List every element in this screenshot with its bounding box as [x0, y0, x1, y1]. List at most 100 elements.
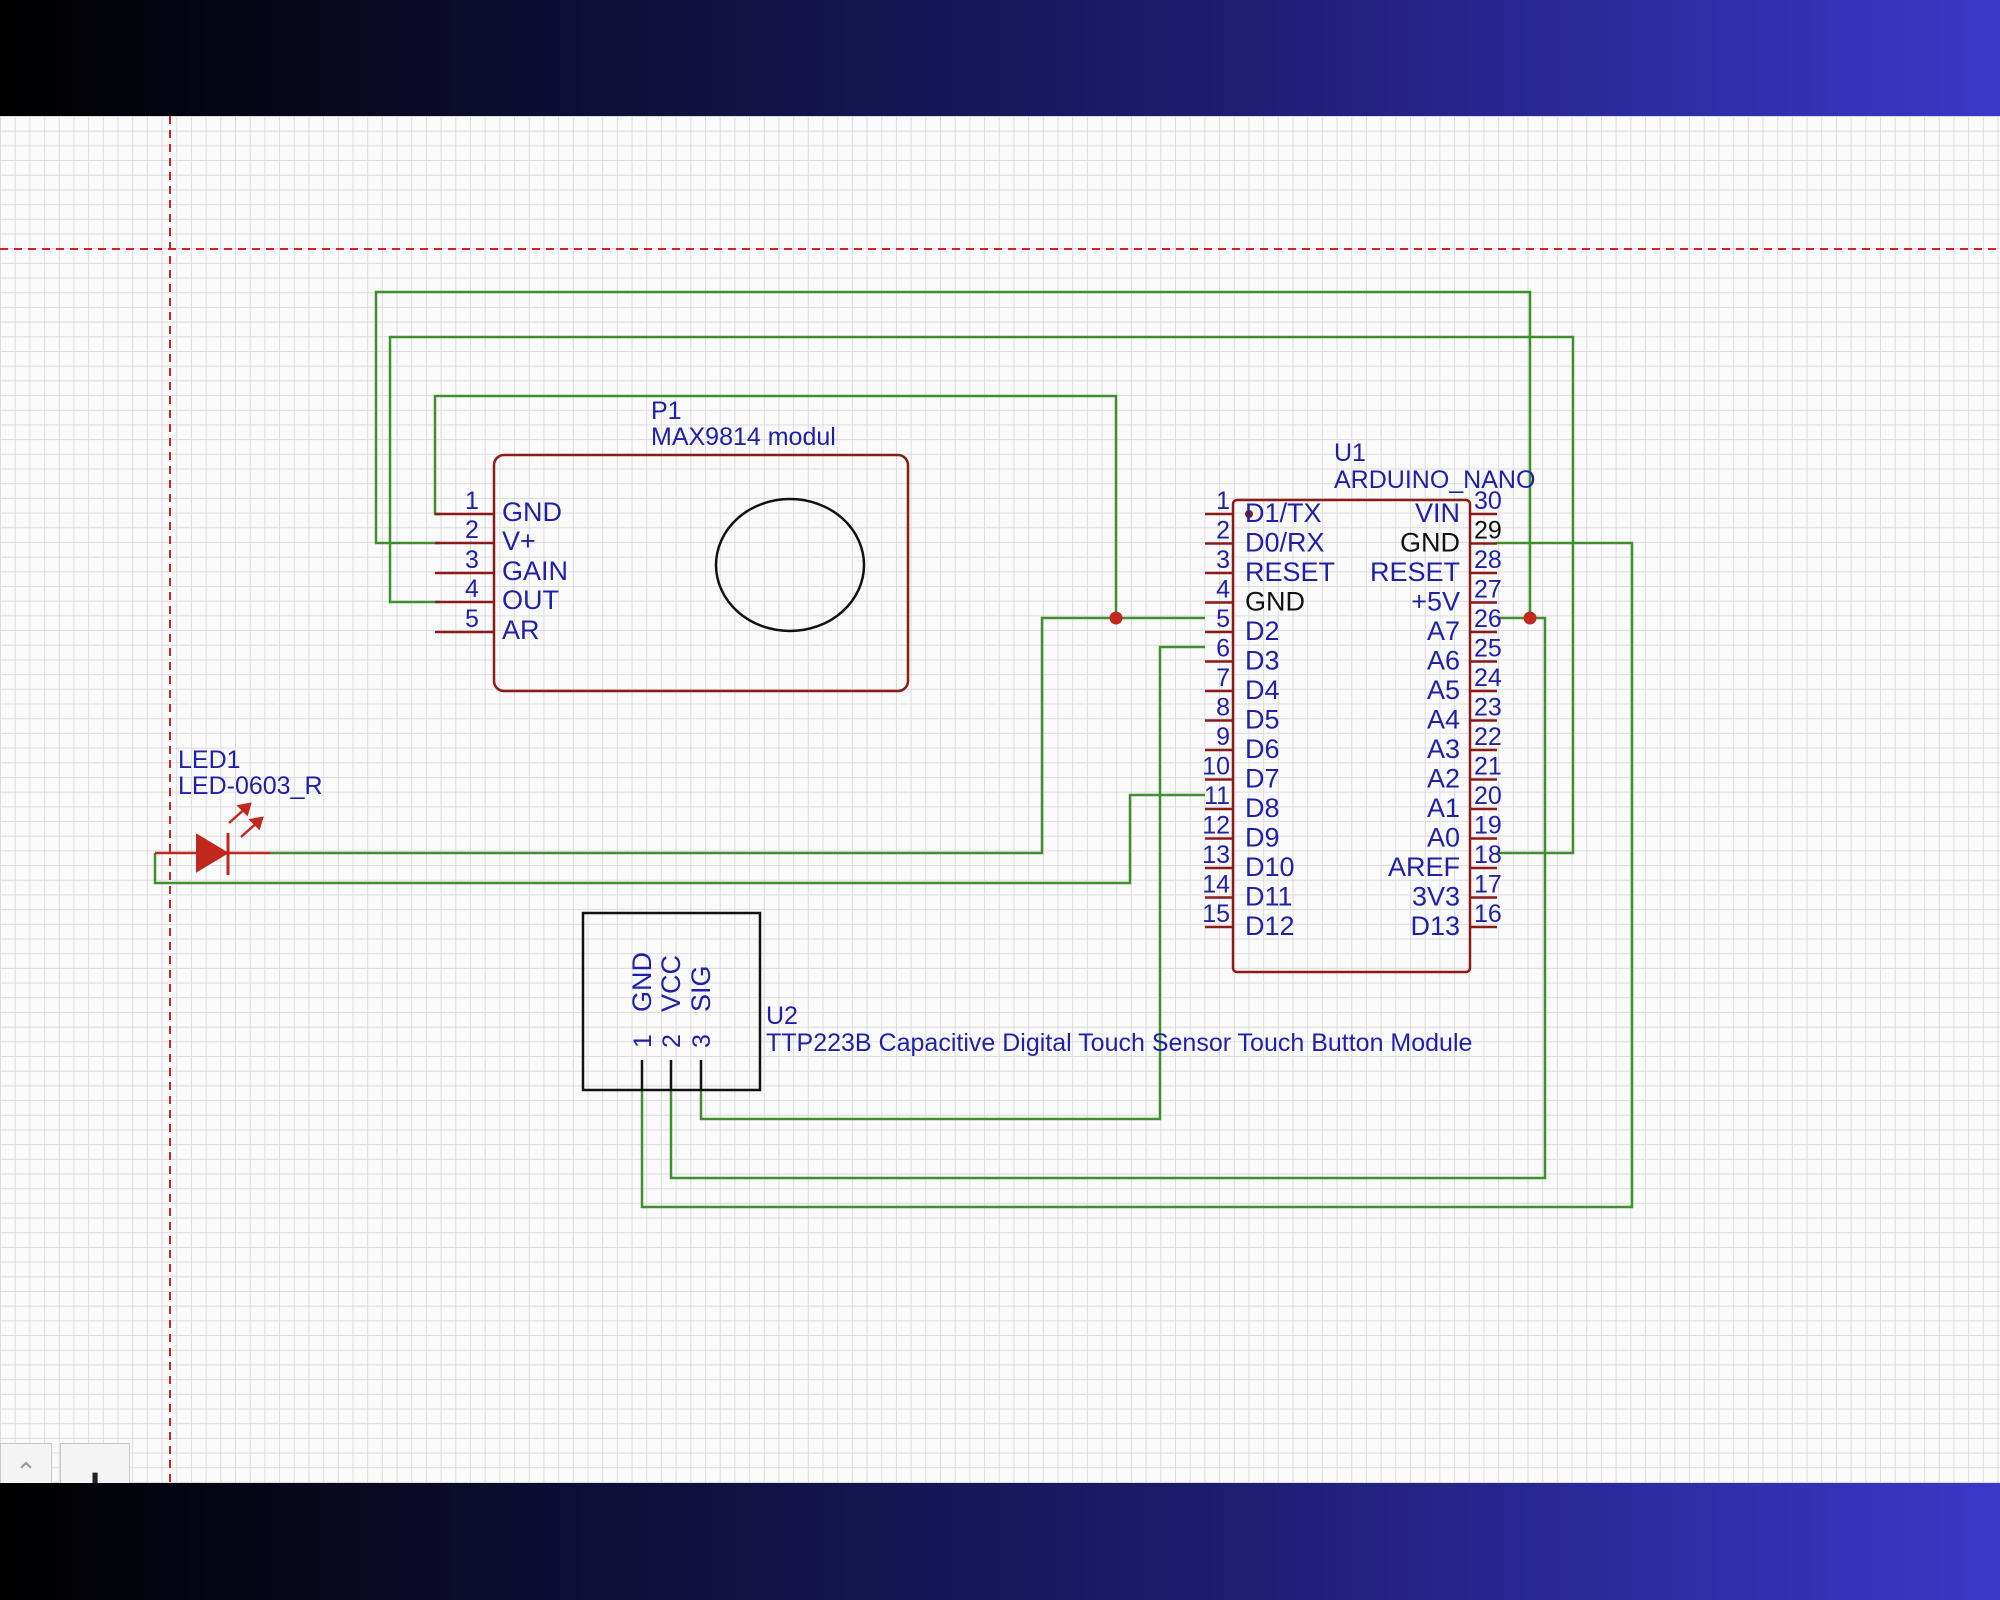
u1-pin-num: 5 [1216, 605, 1230, 633]
u1-pin-name: D6 [1245, 734, 1280, 764]
junction-dot [1109, 611, 1123, 625]
p1-pin-num: 4 [465, 575, 479, 603]
p1-value: MAX9814 modul [651, 423, 836, 451]
u1-pin-name: AREF [1388, 852, 1460, 882]
u1-pin-num: 13 [1202, 841, 1230, 869]
u1-pin-num: 24 [1474, 664, 1502, 692]
u1-pin-num: 6 [1216, 635, 1230, 663]
u2-ref: U2 [766, 1002, 798, 1030]
u1-pin-num: 3 [1216, 546, 1230, 574]
u1-pin-num: 7 [1216, 664, 1230, 692]
u1-pin-name: D0/RX [1245, 528, 1325, 558]
u1-pin-name: D9 [1245, 823, 1280, 853]
u1-pin-name: D5 [1245, 705, 1280, 735]
p1-pin-name: GND [502, 497, 562, 527]
u1-pin-name: A1 [1427, 793, 1460, 823]
u2-pin-name: SIG [686, 965, 716, 1012]
u1-pin-name: A6 [1427, 646, 1460, 676]
u1-pin-num: 27 [1474, 576, 1502, 604]
wire-gnd-gnd29 [640, 541, 1634, 1209]
u1-pin-name: A5 [1427, 675, 1460, 705]
p1-symbol[interactable]: P1 MAX9814 modul 1 2 3 4 5 GND V+ GAIN O… [435, 397, 910, 693]
u1-pin-num: 18 [1474, 841, 1502, 869]
p1-pin-num: 2 [465, 516, 479, 544]
u1-pin-num: 21 [1474, 753, 1502, 781]
zoom-in-button[interactable]: + [60, 1443, 130, 1511]
u1-right-pins: 30VIN29GND28RESET27+5V26A725A624A523A422… [1370, 487, 1502, 941]
p1-pin-num: 5 [465, 605, 479, 633]
top-band [0, 0, 2000, 116]
u1-pin-name: RESET [1370, 557, 1460, 587]
u1-pin-num: 14 [1202, 871, 1230, 899]
u1-pin-num: 1 [1216, 487, 1230, 515]
u2-pin-name: GND [627, 952, 657, 1012]
u2-symbol[interactable]: 1 2 3 GND VCC SIG U2 TTP223B Capacitive … [581, 911, 1472, 1092]
u1-pin-num: 19 [1474, 812, 1502, 840]
microphone-icon [714, 497, 866, 633]
u1-pin-name: D2 [1245, 616, 1280, 646]
wires [153, 290, 1634, 1209]
pin1-marker [1245, 510, 1253, 518]
u1-pin-name: D10 [1245, 852, 1295, 882]
u1-pin-num: 29 [1474, 517, 1502, 545]
u1-pin-name: D1/TX [1245, 498, 1322, 528]
u1-pin-name: +5V [1411, 587, 1460, 617]
u1-pin-num: 30 [1474, 487, 1502, 515]
chevron-up-icon: ⌃ [15, 1458, 37, 1488]
p1-pin-name: AR [502, 615, 540, 645]
junction-dot [1523, 611, 1537, 625]
u1-pin-num: 22 [1474, 723, 1502, 751]
u1-pin-num: 16 [1474, 900, 1502, 928]
u1-pin-name: GND [1245, 587, 1305, 617]
wire-sig-d2 [699, 645, 1205, 1121]
wire-out-a0 [388, 335, 1575, 855]
u1-pin-num: 17 [1474, 871, 1502, 899]
u1-pin-num: 25 [1474, 635, 1502, 663]
schematic-canvas[interactable]: P1 MAX9814 modul 1 2 3 4 5 GND V+ GAIN O… [0, 116, 2000, 1483]
wire-vplus-gnd29 [374, 290, 1532, 618]
u1-pin-name: 3V3 [1412, 882, 1460, 912]
junctions [1109, 611, 1537, 625]
nav-up-button[interactable]: ⌃ [0, 1443, 52, 1488]
u1-pin-name: A4 [1427, 705, 1460, 735]
u1-pin-name: D12 [1245, 911, 1295, 941]
u1-pin-name: D13 [1410, 911, 1460, 941]
u2-value: TTP223B Capacitive Digital Touch Sensor … [766, 1029, 1472, 1057]
u1-value: ARDUINO_NANO [1334, 466, 1535, 494]
u1-pin-num: 28 [1474, 546, 1502, 574]
u1-pin-name: D4 [1245, 675, 1280, 705]
u1-pin-num: 2 [1216, 517, 1230, 545]
p1-pin-num: 3 [465, 546, 479, 574]
u1-pin-num: 10 [1202, 753, 1230, 781]
u1-pin-num: 26 [1474, 605, 1502, 633]
light-emission-icon [228, 802, 264, 838]
p1-pin-name: GAIN [502, 556, 568, 586]
led1-ref: LED1 [178, 746, 241, 774]
led1-value: LED-0603_R [178, 772, 323, 800]
u2-pin-num: 2 [658, 1034, 686, 1048]
p1-ref: P1 [651, 397, 682, 425]
led1-symbol[interactable]: LED1 LED-0603_R [155, 746, 323, 875]
schematic-svg: P1 MAX9814 modul 1 2 3 4 5 GND V+ GAIN O… [0, 116, 2000, 1483]
u1-pin-num: 9 [1216, 723, 1230, 751]
u1-pin-num: 15 [1202, 900, 1230, 928]
u1-pin-num: 12 [1202, 812, 1230, 840]
u2-pin-name: VCC [656, 955, 686, 1012]
u2-pin-num: 3 [688, 1034, 716, 1048]
u1-pin-name: D7 [1245, 764, 1280, 794]
u1-pin-name: A2 [1427, 764, 1460, 794]
u1-ref: U1 [1334, 439, 1366, 467]
p1-pin-num: 1 [465, 487, 479, 515]
u1-pin-name: GND [1400, 528, 1460, 558]
u1-pin-num: 23 [1474, 694, 1502, 722]
u1-pin-num: 4 [1216, 576, 1230, 604]
wire-led-d7 [153, 793, 1205, 885]
u1-pin-name: A0 [1427, 823, 1460, 853]
u1-pin-name: D3 [1245, 646, 1280, 676]
u1-pin-name: D8 [1245, 793, 1280, 823]
bottom-band [0, 1483, 2000, 1600]
u1-pin-num: 11 [1204, 782, 1230, 810]
u1-pin-name: RESET [1245, 557, 1335, 587]
